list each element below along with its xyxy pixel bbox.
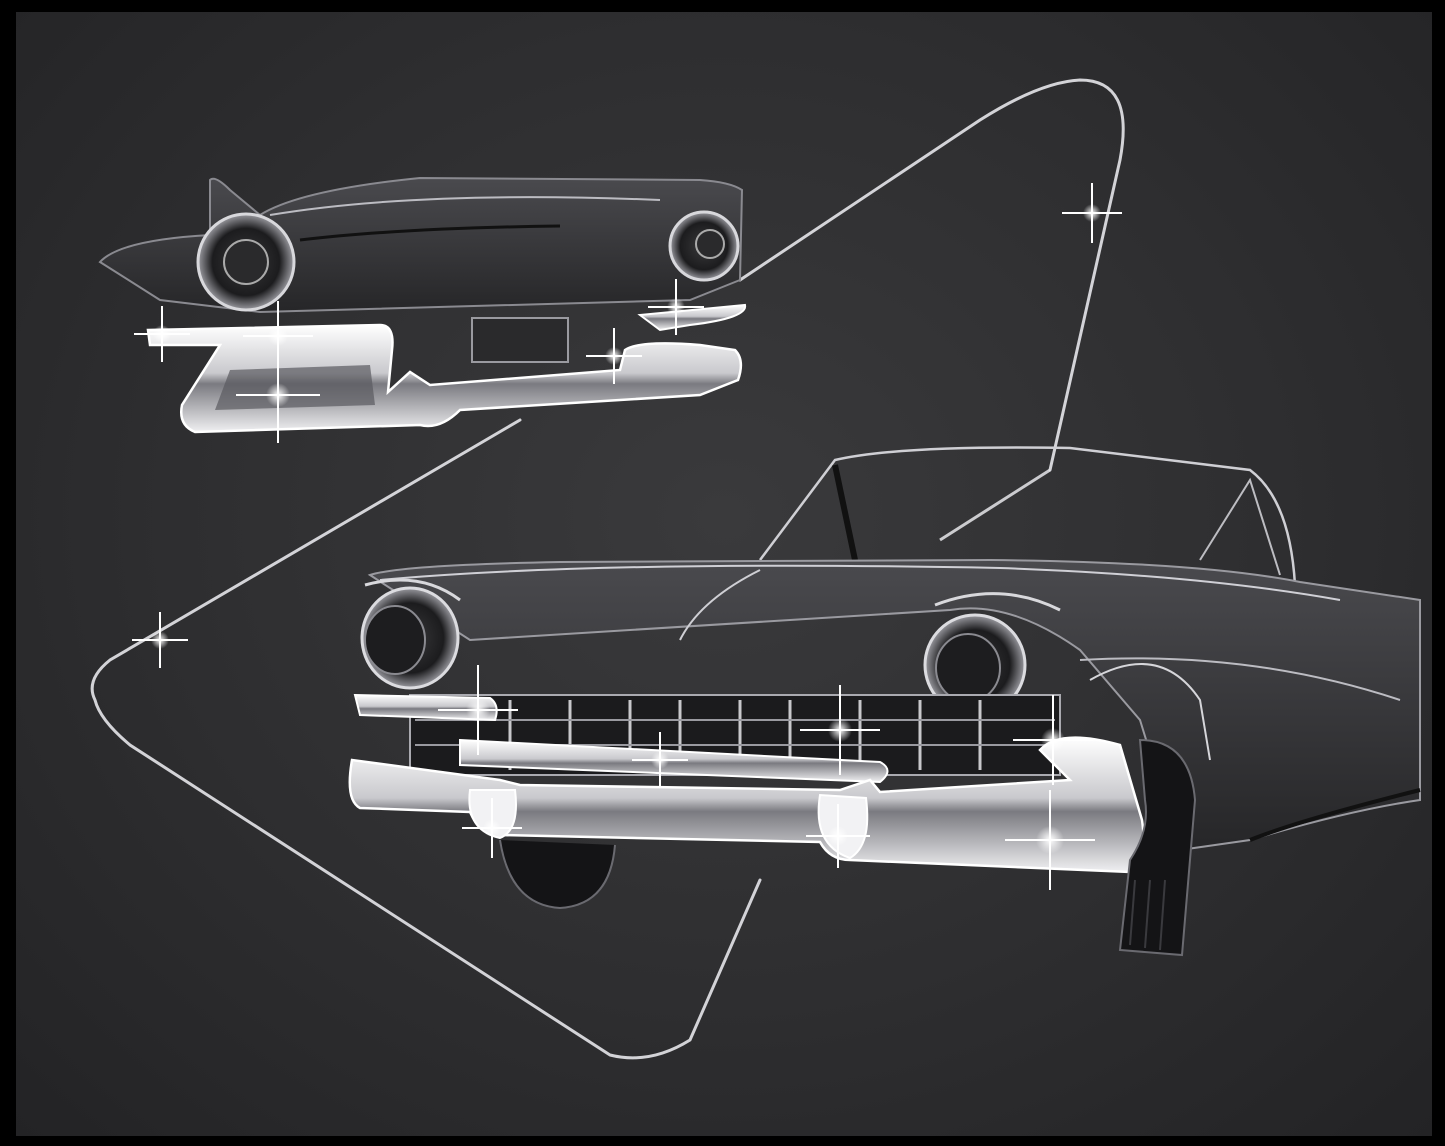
sweep-line bbox=[90, 78, 1125, 1060]
front-view-car bbox=[348, 446, 1421, 957]
tire-left bbox=[499, 839, 616, 910]
tire-right bbox=[1118, 738, 1197, 957]
rear-view-car bbox=[98, 176, 747, 434]
sparkles bbox=[132, 183, 1122, 890]
license-plate bbox=[471, 317, 569, 363]
